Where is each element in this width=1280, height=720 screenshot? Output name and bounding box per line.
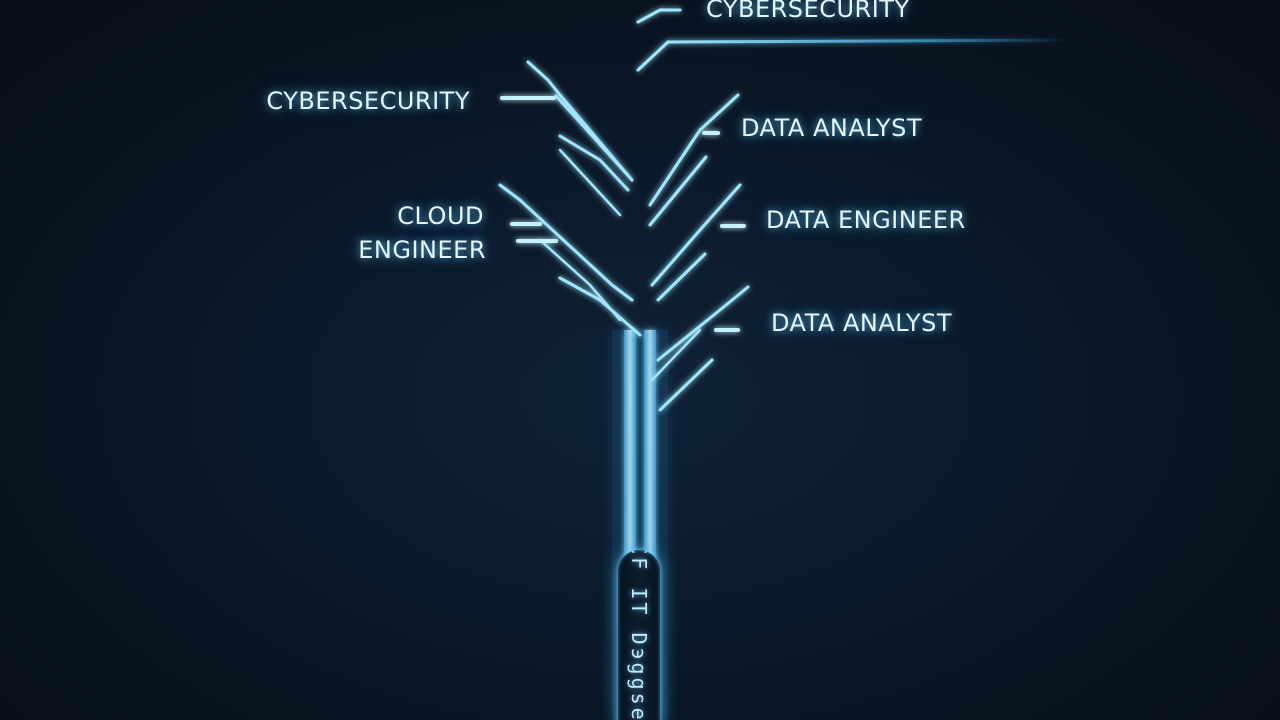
trunk-caption-text: CF IT Dэggses: [627, 550, 651, 720]
label-engineer: ENGINEER: [358, 236, 486, 264]
right-branches: [636, 8, 1242, 412]
left-branches: [58, 60, 642, 337]
label-left-cybersecurity: CYBERSECURITY: [266, 87, 470, 115]
label-cloud: CLOUD: [397, 202, 484, 230]
label-top-cybersecurity: CYBERSECURITY: [706, 0, 910, 23]
label-data-engineer: DATA ENGINEER: [766, 206, 966, 234]
trunk-caption-pill: CF IT Dэggses: [618, 550, 660, 720]
label-data-analyst-1: DATA ANALYST: [741, 114, 922, 142]
label-data-analyst-2: DATA ANALYST: [771, 309, 952, 337]
